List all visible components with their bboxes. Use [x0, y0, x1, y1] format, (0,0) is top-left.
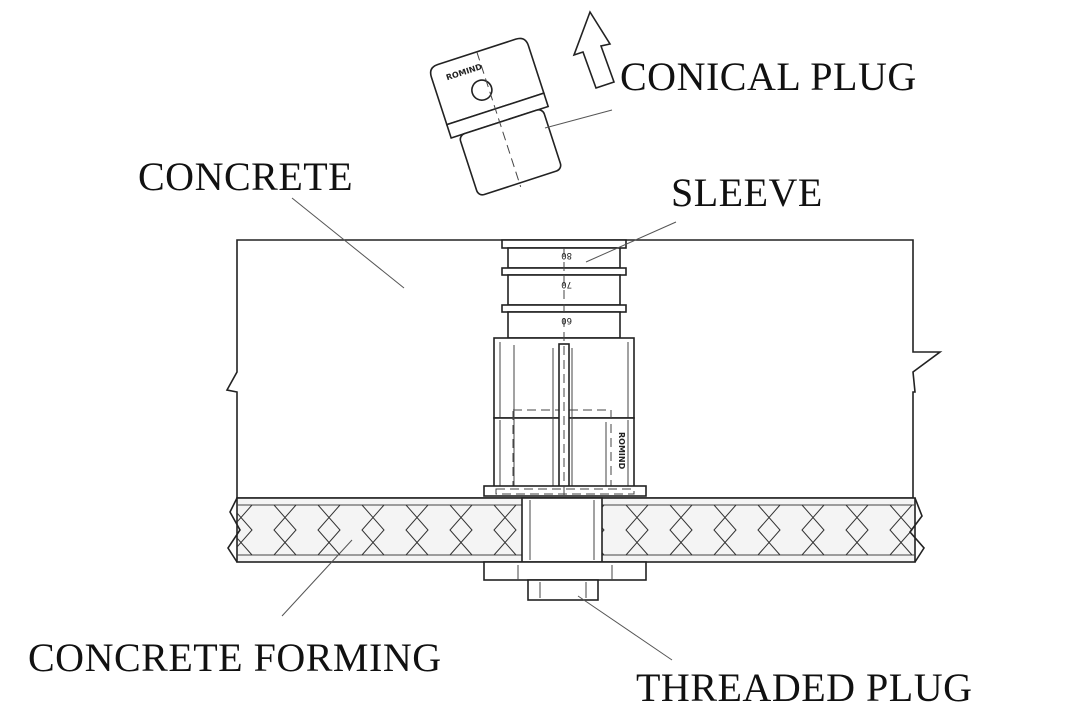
sleeve-brand-mark: ROMIND — [617, 432, 626, 470]
conical-plug: ROMIND — [429, 37, 562, 196]
forming-hatch-stroke — [449, 504, 473, 556]
forming-hatch-stroke — [757, 504, 781, 556]
label-conical-plug: CONICAL PLUG — [620, 54, 917, 99]
forming-hatch-stroke — [801, 504, 825, 556]
forming-hatch-stroke — [361, 504, 385, 556]
label-threaded-plug: THREADED PLUG — [636, 665, 973, 710]
forming-hatch-stroke — [273, 504, 297, 556]
sleeve-mark-70: 70 — [561, 279, 572, 289]
forming-hatch-stroke — [669, 504, 693, 556]
forming-hatch-stroke — [713, 504, 737, 556]
forming-hatch-stroke — [405, 504, 429, 556]
leader-threaded-plug — [577, 595, 673, 661]
forming-hatch-stroke — [845, 504, 869, 556]
threaded-plug — [483, 497, 647, 601]
forming-hatch-stroke — [237, 504, 253, 556]
lift-arrow-icon — [572, 10, 616, 90]
label-sleeve: SLEEVE — [671, 170, 823, 215]
sleeve-mark-60: 60 — [561, 315, 572, 325]
forming-hatch-stroke — [493, 504, 517, 556]
forming-hatch-stroke — [317, 504, 341, 556]
label-concrete-forming: CONCRETE FORMING — [28, 635, 442, 680]
leader-concrete — [291, 197, 405, 289]
leader-lines — [281, 109, 677, 661]
leader-sleeve — [585, 221, 677, 263]
concrete-slab — [225, 239, 943, 499]
sleeve-body: 80 70 60 ROMIND — [483, 239, 647, 600]
leader-concrete-forming — [281, 539, 353, 617]
label-concrete: CONCRETE — [138, 154, 354, 199]
leader-conical-plug — [544, 109, 613, 129]
sleeve-mark-80: 80 — [561, 250, 572, 260]
forming-hatch-stroke — [625, 504, 649, 556]
